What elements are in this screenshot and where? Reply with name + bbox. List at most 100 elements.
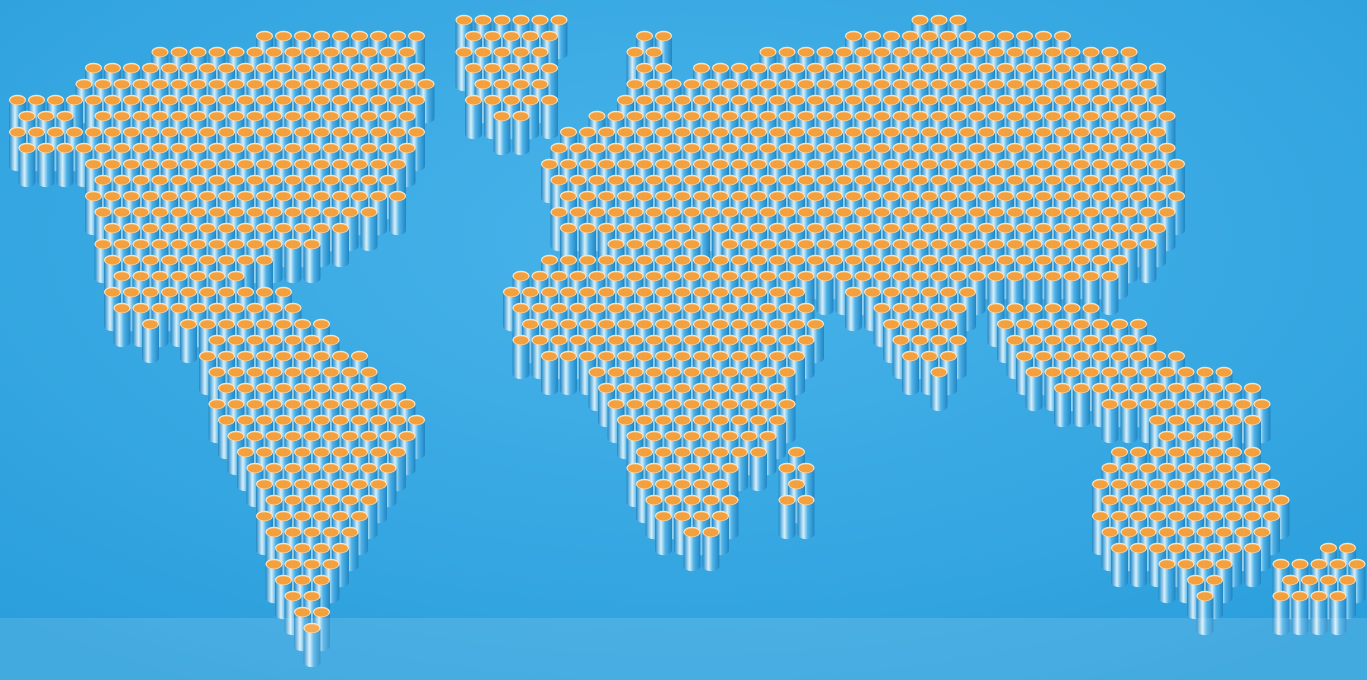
cylinder-top (1121, 112, 1137, 121)
cylinder-top (1055, 32, 1070, 41)
cylinder-top (295, 576, 310, 585)
cylinder-top (314, 448, 329, 457)
cylinder-top (228, 208, 244, 217)
cylinder-top (1074, 352, 1089, 361)
cylinder-top (846, 256, 861, 265)
cylinder-top (627, 400, 643, 409)
cylinder-top (675, 160, 690, 169)
cylinder-top (865, 160, 880, 169)
cylinder-top (751, 288, 766, 297)
cylinder-side (1101, 404, 1119, 444)
cylinder-top (1083, 272, 1099, 281)
cylinder-top (285, 528, 301, 537)
cylinder-side (1025, 372, 1043, 412)
cylinder-top (713, 64, 728, 73)
cylinder-top (931, 368, 947, 377)
cylinder-top (618, 160, 633, 169)
cylinder-top (665, 336, 681, 345)
cylinder-top (371, 96, 386, 105)
cylinder-top (304, 80, 320, 89)
cylinder-top (665, 272, 681, 281)
cylinder-top (893, 176, 909, 185)
cylinder-top (1055, 256, 1070, 265)
cylinder-top (209, 272, 225, 281)
cylinder-top (95, 144, 111, 153)
cylinder-top (703, 528, 719, 537)
cylinder (113, 302, 131, 348)
cylinder-top (646, 304, 662, 313)
cylinder-top (86, 64, 101, 73)
cylinder-top (979, 160, 994, 169)
cylinder-top (779, 272, 795, 281)
cylinder-top (703, 272, 719, 281)
cylinder-top (1045, 336, 1061, 345)
cylinder-top (760, 432, 776, 441)
cylinder-top (1292, 592, 1308, 601)
cylinder-top (1150, 512, 1165, 521)
cylinder-top (684, 112, 700, 121)
cylinder-top (333, 384, 348, 393)
cylinder-top (931, 144, 947, 153)
cylinder-top (257, 96, 272, 105)
cylinder-top (399, 144, 415, 153)
cylinder-top (219, 96, 234, 105)
cylinder-top (1121, 176, 1137, 185)
cylinder-top (371, 192, 386, 201)
cylinder-top (969, 112, 985, 121)
cylinder-top (684, 368, 700, 377)
cylinder-top (1197, 368, 1213, 377)
cylinder-top (523, 96, 538, 105)
cylinder-top (1159, 464, 1175, 473)
cylinder-top (922, 192, 937, 201)
cylinder-top (798, 240, 814, 249)
cylinder-top (694, 96, 709, 105)
cylinder-top (941, 224, 956, 233)
cylinder-top (76, 80, 92, 89)
cylinder-top (627, 112, 643, 121)
cylinder-top (817, 144, 833, 153)
cylinder-top (181, 224, 196, 233)
cylinder-top (371, 416, 386, 425)
cylinder-top (1064, 144, 1080, 153)
cylinder-top (627, 304, 643, 313)
cylinder-top (779, 48, 795, 57)
cylinder-top (941, 64, 956, 73)
cylinder-top (209, 240, 225, 249)
cylinder-top (732, 288, 747, 297)
cylinder-top (1045, 208, 1061, 217)
cylinder-top (1169, 512, 1184, 521)
cylinder-top (827, 96, 842, 105)
cylinder-top (314, 32, 329, 41)
cylinder-top (846, 288, 861, 297)
cylinder-top (561, 288, 576, 297)
cylinder-top (190, 208, 206, 217)
cylinder-top (675, 480, 690, 489)
cylinder-top (722, 144, 738, 153)
cylinder-top (960, 160, 975, 169)
cylinder (683, 526, 701, 572)
cylinder-top (257, 32, 272, 41)
cylinder-top (646, 208, 662, 217)
cylinder-top (48, 128, 63, 137)
cylinder-top (333, 448, 348, 457)
cylinder-top (627, 464, 643, 473)
cylinder-top (1064, 272, 1080, 281)
cylinder-top (105, 96, 120, 105)
cylinder-top (1083, 48, 1099, 57)
cylinder-top (1036, 224, 1051, 233)
cylinder-top (722, 208, 738, 217)
cylinder-top (181, 160, 196, 169)
cylinder-top (200, 256, 215, 265)
cylinder-top (808, 96, 823, 105)
cylinder-top (627, 144, 643, 153)
cylinder-top (152, 272, 168, 281)
cylinder-top (922, 256, 937, 265)
cylinder-top (1150, 128, 1165, 137)
cylinder-top (295, 384, 310, 393)
cylinder-top (722, 176, 738, 185)
cylinder-top (152, 208, 168, 217)
cylinder-top (152, 304, 168, 313)
cylinder-top (114, 80, 130, 89)
cylinder-top (371, 448, 386, 457)
cylinder-top (542, 320, 557, 329)
